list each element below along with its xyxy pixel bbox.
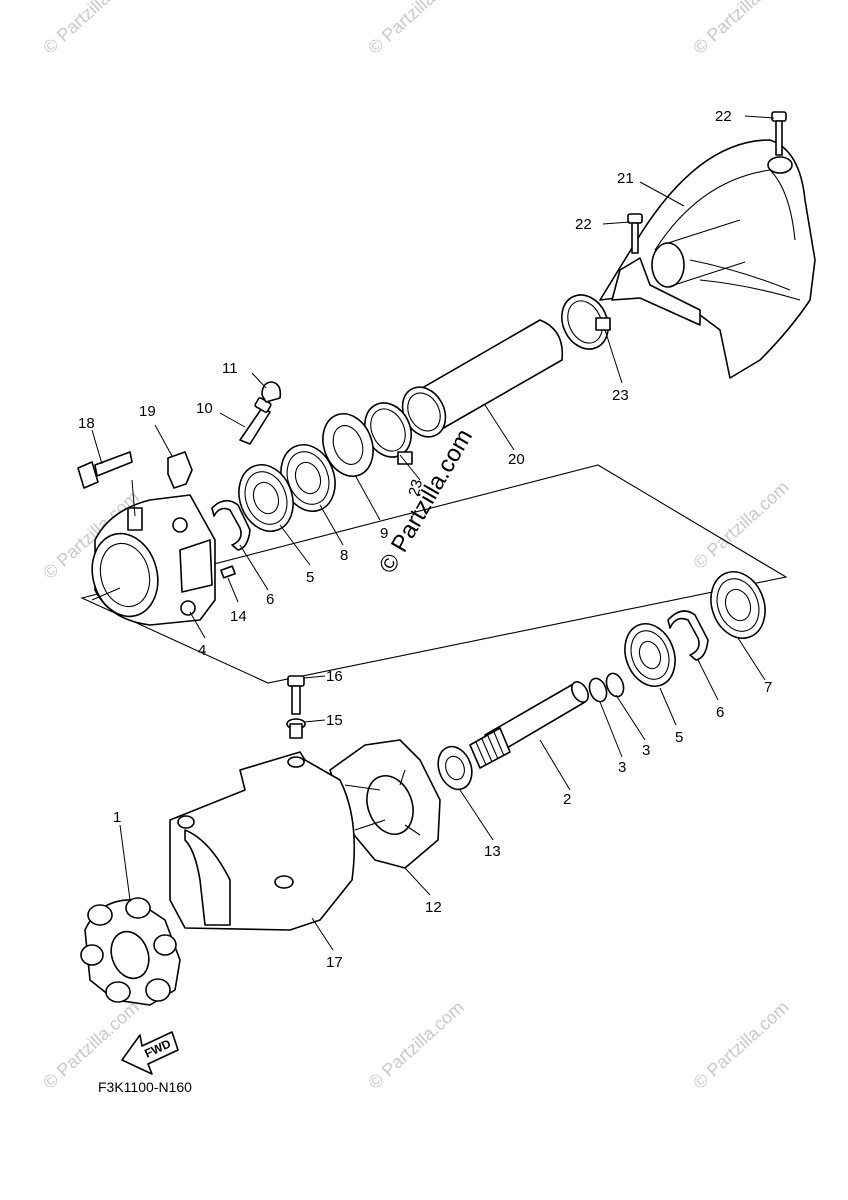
callout-3: 3 xyxy=(642,742,650,759)
pump-housing-17 xyxy=(169,751,356,931)
leader-lines xyxy=(91,115,775,951)
callout-17: 17 xyxy=(326,954,343,971)
callout-22: 22 xyxy=(575,216,592,233)
damper-1 xyxy=(80,897,181,1006)
callout-3: 3 xyxy=(618,759,626,776)
bolt-18 xyxy=(77,451,133,489)
clamp-23-upper xyxy=(561,294,611,350)
callout-6: 6 xyxy=(266,591,274,608)
bolt-22-left xyxy=(627,213,643,254)
callout-5: 5 xyxy=(675,729,683,746)
watermark: © Partzilla.com xyxy=(689,997,793,1093)
bearing-7 xyxy=(710,571,766,639)
callout-21: 21 xyxy=(617,170,634,187)
watermark: © Partzilla.com xyxy=(689,0,793,58)
snap-ring-6-upper xyxy=(211,499,251,551)
callout-9: 9 xyxy=(380,525,388,542)
bolt-16 xyxy=(287,675,305,715)
pin-14 xyxy=(220,565,236,579)
spacer-13 xyxy=(437,745,473,791)
shaft-2 xyxy=(469,681,589,769)
watermark: © Partzilla.com xyxy=(364,0,468,58)
callout-2: 2 xyxy=(563,791,571,808)
diagram-code: F3K1100-N160 xyxy=(98,1079,192,1095)
callout-15: 15 xyxy=(326,712,343,729)
callout-23: 23 xyxy=(612,387,629,404)
housing-4 xyxy=(91,494,216,626)
callout-16: 16 xyxy=(326,668,343,685)
callout-13: 13 xyxy=(484,843,501,860)
seal-9 xyxy=(322,413,374,477)
grease-nipple-10 xyxy=(239,397,272,445)
nozzle-cover xyxy=(599,139,816,379)
snap-ring-6-lower xyxy=(667,610,709,661)
assembly-outline xyxy=(80,464,788,684)
bearing-5-upper xyxy=(238,464,294,532)
o-ring-3a xyxy=(588,677,608,703)
callout-1: 1 xyxy=(113,809,121,826)
callout-12: 12 xyxy=(425,899,442,916)
callout-19: 19 xyxy=(139,403,156,420)
bolt-22-top xyxy=(771,111,787,156)
bearing-5-lower xyxy=(624,623,676,687)
clamp-23-lower xyxy=(364,402,413,465)
callout-7: 7 xyxy=(764,679,772,696)
watermark: © Partzilla.com xyxy=(364,997,468,1093)
callout-11: 11 xyxy=(222,360,238,377)
watermark: © Partzilla.com xyxy=(689,477,793,573)
callouts: 22 21 22 23 20 23 9 8 5 6 14 4 10 11 18 … xyxy=(78,108,772,971)
callout-22: 22 xyxy=(715,108,732,125)
collar-15 xyxy=(286,718,306,739)
callout-23: 23 xyxy=(405,478,426,499)
callout-20: 20 xyxy=(508,451,525,468)
callout-4: 4 xyxy=(198,642,206,659)
cap-11 xyxy=(261,381,282,403)
callout-10: 10 xyxy=(196,400,213,417)
callout-18: 18 xyxy=(78,415,95,432)
callout-14: 14 xyxy=(230,608,247,625)
callout-5: 5 xyxy=(306,569,314,586)
bearing-8 xyxy=(280,444,336,512)
watermark: © Partzilla.com xyxy=(39,0,143,58)
plate-19 xyxy=(167,451,193,489)
hose-20 xyxy=(401,319,564,438)
o-ring-3b xyxy=(605,672,625,698)
callout-6: 6 xyxy=(716,704,724,721)
fwd-arrow-icon: FWD xyxy=(121,1031,179,1075)
callout-8: 8 xyxy=(340,547,348,564)
